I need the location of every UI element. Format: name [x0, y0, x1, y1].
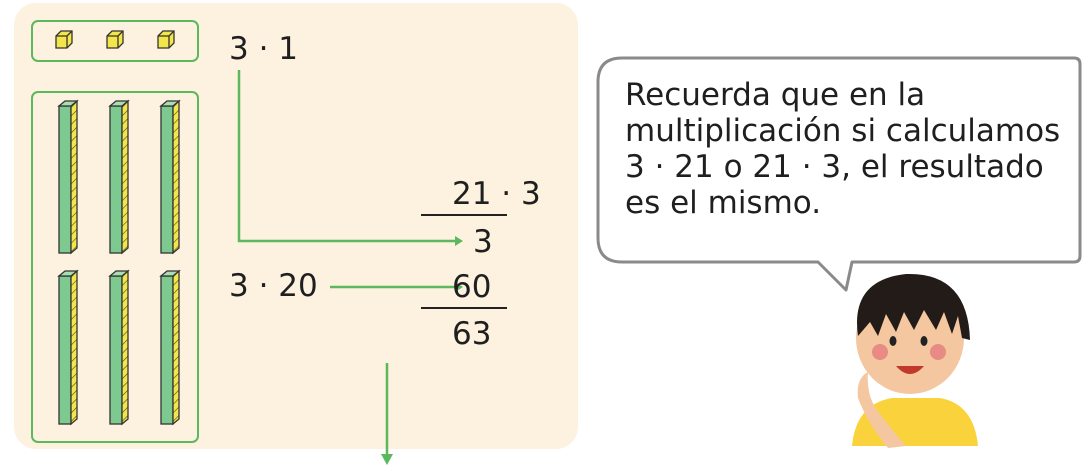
speech-bubble: [596, 56, 1082, 292]
tens-arrowhead: [455, 282, 463, 292]
speech-bubble-line: es el mismo.: [625, 185, 822, 221]
ten-rod: [159, 99, 181, 255]
unit-cube: [106, 30, 124, 49]
ten-rods-box: [31, 91, 199, 443]
ten-rod: [57, 99, 79, 255]
ten-rod: [108, 269, 130, 426]
units-expression: 3 · 1: [229, 31, 299, 67]
units-arrowhead: [455, 236, 463, 246]
speech-bubble-text: Recuerda que en la multiplicación si cal…: [625, 77, 1061, 221]
units-connector-arrow: [237, 70, 455, 243]
down-arrowhead: [381, 454, 393, 465]
speech-bubble-line: 3 · 21 o 21 · 3, el resultado: [625, 149, 1044, 185]
ten-rod: [57, 269, 79, 426]
unit-cube: [55, 30, 73, 49]
unit-cubes-box: [31, 20, 199, 62]
work-panel: [14, 3, 578, 449]
speech-bubble-line: multiplicación si calculamos: [625, 113, 1061, 149]
total-result: 63: [452, 316, 492, 352]
partial-product-units: 3: [473, 224, 493, 260]
unit-cube: [157, 30, 175, 49]
tens-expression: 3 · 20: [229, 268, 318, 304]
child-illustration: [852, 273, 978, 448]
partial-product-tens: 60: [452, 269, 492, 305]
ten-rod: [159, 269, 181, 426]
speech-bubble-line: Recuerda que en la: [625, 77, 926, 113]
ten-rod: [108, 99, 130, 255]
column-header-expression: 21 · 3: [452, 176, 541, 212]
